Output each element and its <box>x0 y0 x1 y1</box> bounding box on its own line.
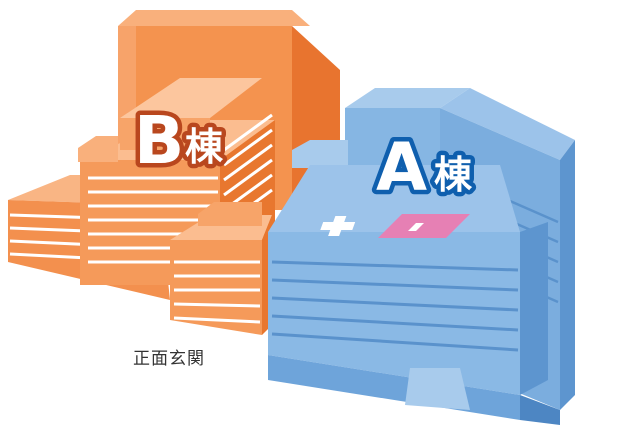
a-entrance-canopy <box>405 368 470 410</box>
building-a-suffix: 棟 <box>434 153 473 197</box>
a-back-front <box>345 108 440 175</box>
b-tower-top <box>118 10 310 26</box>
building-a <box>268 88 575 425</box>
b-roof-block-top <box>120 78 262 118</box>
b-chimney <box>78 136 118 162</box>
b-front-roof-box <box>198 202 262 226</box>
a-back-top <box>345 88 470 108</box>
a-main-side <box>520 222 548 395</box>
b-front-stripes <box>173 260 261 324</box>
a-right-top <box>440 88 575 160</box>
main-entrance-label: 正面玄関 <box>133 349 205 368</box>
building-b-letter: B <box>134 102 184 179</box>
building-a-letter: A <box>376 129 427 206</box>
a-roof-box <box>292 140 348 168</box>
b-front-face <box>170 240 262 335</box>
hospital-cross-icon <box>378 214 470 238</box>
a-main-front <box>268 232 520 395</box>
cross-shape <box>320 216 356 236</box>
a-right-side <box>560 140 575 410</box>
a-base-side <box>520 395 560 425</box>
a-main-stripes <box>271 260 519 352</box>
b-roof-block-front <box>120 118 210 150</box>
building-b-suffix: 棟 <box>185 125 224 169</box>
building-b <box>8 10 340 335</box>
